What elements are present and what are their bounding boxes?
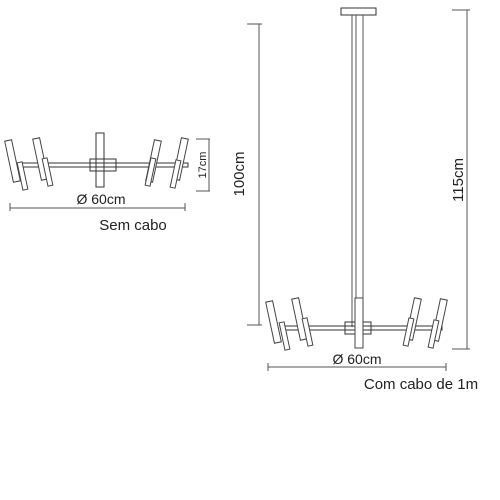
light-rod [4, 139, 21, 183]
total-height-dimension-115cm: 115cm [450, 9, 470, 350]
cable-height-label: 100cm [231, 151, 248, 196]
diameter-label-left: Ø 60cm [76, 191, 125, 207]
lamp-without-cable [4, 132, 189, 191]
center-rod [95, 132, 105, 188]
diameter-label-right: Ø 60cm [332, 351, 381, 367]
light-rod [301, 317, 314, 347]
light-rod [144, 157, 157, 187]
height-dimension-17cm: 17cm [196, 138, 210, 192]
light-rod [169, 159, 182, 189]
diameter-dimension-left: Ø 60cm [9, 191, 186, 211]
light-rod [402, 317, 415, 347]
light-rod [41, 157, 54, 187]
height-label-17cm: 17cm [197, 152, 209, 179]
total-height-label: 115cm [450, 158, 467, 202]
diameter-dimension-right: Ø 60cm [267, 351, 447, 371]
lamp-with-cable [265, 7, 448, 351]
light-rod [265, 300, 282, 344]
center-hub [89, 158, 117, 172]
center-rod [354, 297, 364, 349]
ceiling-canopy [340, 7, 377, 16]
cable-dimension-100cm: 100cm [231, 23, 262, 326]
caption-sem-cabo: Sem cabo [99, 217, 167, 234]
caption-com-cabo: Com cabo de 1m [364, 376, 478, 393]
light-rod [427, 319, 440, 349]
light-rod [278, 321, 291, 351]
light-rod [16, 161, 29, 191]
